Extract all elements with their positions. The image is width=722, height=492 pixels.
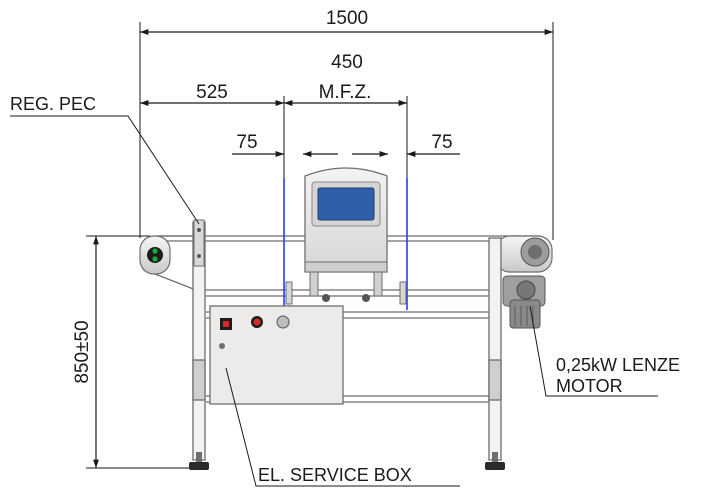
infeed-roller [139, 235, 171, 275]
detector-screen [317, 187, 375, 221]
dim-mfz-width: 450 [331, 52, 363, 73]
dim-right-clearance: 75 [431, 132, 452, 153]
frame-legs [192, 221, 502, 461]
dim-left-clearance: 75 [236, 132, 257, 153]
metal-detector-head [304, 167, 388, 302]
electrical-service-box [209, 305, 344, 405]
dim-overall-length: 1500 [326, 8, 368, 29]
leader-sensor [10, 115, 200, 225]
dim-mfz-label: M.F.Z. [319, 82, 372, 103]
leader-service-box [225, 367, 460, 487]
callout-motor-line2: MOTOR [556, 376, 623, 396]
photo-eye-sensor [193, 219, 205, 267]
dim-height: 850±50 [72, 320, 93, 383]
guide-brackets [285, 281, 407, 305]
leveling-feet [189, 452, 505, 470]
callout-leaders [10, 115, 658, 487]
dim-inlet-length: 525 [196, 82, 228, 103]
indicator-green-icon [152, 248, 158, 254]
callout-motor-line1: 0,25kW LENZE [556, 355, 680, 375]
extension-lines [86, 22, 554, 469]
indicator-green-icon [152, 256, 158, 262]
key-switch-icon [276, 315, 290, 329]
leader-motor [529, 305, 658, 397]
callout-sensor: REG. PEC [10, 94, 96, 114]
drive-motor [502, 275, 546, 329]
cable-gland-icon [219, 343, 225, 349]
callout-service-box: EL. SERVICE BOX [258, 465, 412, 485]
metal-free-zone-lines [283, 178, 408, 310]
outfeed-roller [495, 235, 553, 273]
